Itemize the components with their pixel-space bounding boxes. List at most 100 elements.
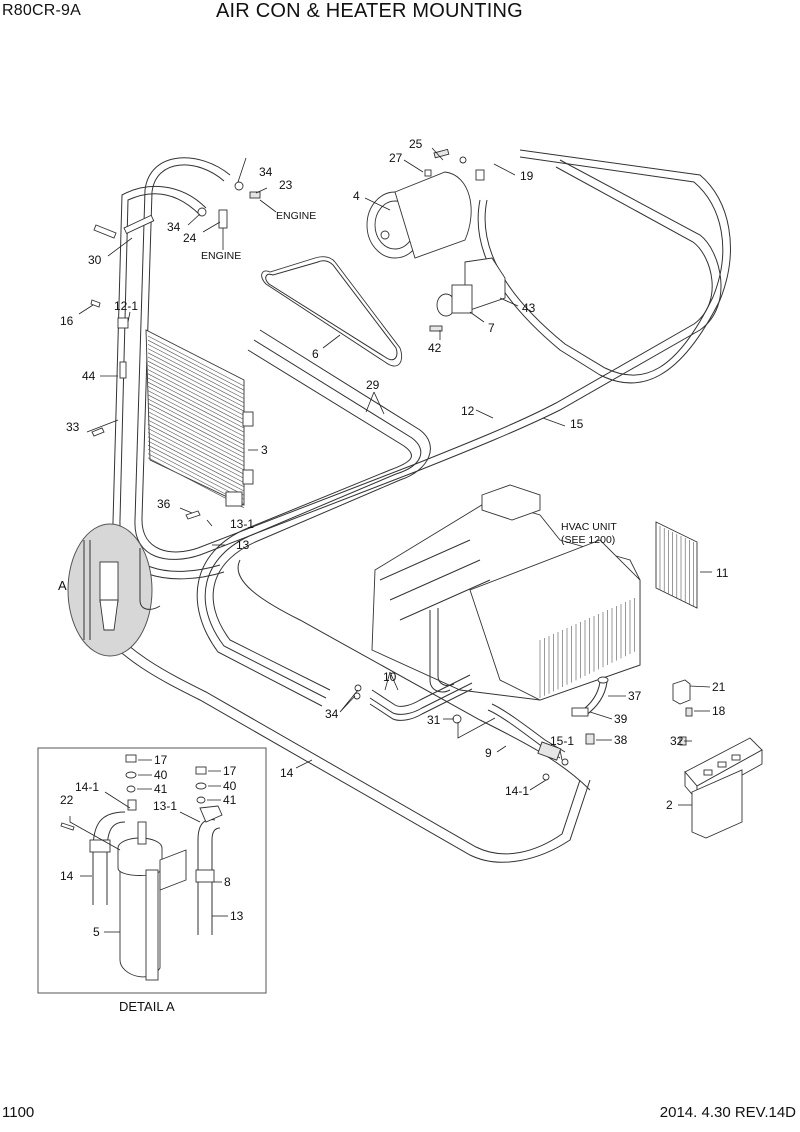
callout-10: 10 — [383, 670, 397, 684]
detail-a-panel — [37, 747, 267, 994]
callout-5: 5 — [93, 925, 100, 939]
callout-40-left: 40 — [154, 768, 168, 782]
callout-3: 3 — [261, 443, 268, 457]
condenser-fin — [147, 390, 245, 441]
callout-11: 11 — [716, 566, 729, 580]
callout-7: 7 — [488, 321, 495, 335]
callout-23: 23 — [279, 178, 293, 192]
clamp-plate-30 — [123, 214, 155, 235]
hvac-unit-note-line2: (SEE 1200) — [561, 534, 615, 546]
screw-18 — [685, 707, 693, 717]
callout-8: 8 — [224, 875, 231, 889]
callout-leaders — [69, 147, 712, 933]
condenser-fin — [147, 423, 245, 475]
condenser-fin — [147, 377, 245, 429]
callout-44: 44 — [82, 369, 96, 383]
ac-hose-loop — [89, 149, 731, 863]
condenser-fin — [147, 398, 245, 450]
condenser-fin — [147, 352, 245, 404]
callout-34-top: 34 — [259, 165, 273, 179]
condenser-fin — [147, 356, 245, 408]
condenser-fin — [147, 444, 245, 496]
detail-a-callout-bubble — [67, 523, 161, 657]
condenser-fin — [147, 411, 245, 462]
valve-24 — [218, 209, 228, 229]
condenser-fin — [147, 394, 245, 446]
callout-17-left: 17 — [154, 753, 168, 767]
condenser — [90, 299, 254, 520]
page-title: AIR CON & HEATER MOUNTING — [216, 0, 523, 22]
rubber-sleeve-44 — [119, 361, 127, 379]
condenser-fin — [147, 335, 245, 387]
cabin-filter — [655, 521, 698, 609]
compressor — [366, 148, 485, 259]
callout-39: 39 — [614, 712, 628, 726]
callout-32: 32 — [670, 734, 684, 748]
callout-41-right: 41 — [223, 793, 237, 807]
callout-17-right: 17 — [223, 764, 237, 778]
condenser-fin — [147, 402, 245, 454]
callout-25: 25 — [409, 137, 423, 151]
drive-belt — [261, 256, 403, 367]
callout-12-1: 12-1 — [114, 299, 138, 313]
callout-30: 30 — [88, 253, 102, 267]
ac-control-panel — [672, 679, 763, 839]
hvac-unit-note-line1: HVAC UNIT — [561, 521, 617, 533]
fitting-23 — [249, 191, 261, 199]
callout-15: 15 — [570, 417, 584, 431]
condenser-fin — [147, 373, 245, 425]
callout-16: 16 — [60, 314, 74, 328]
hose-clamp-34 — [234, 181, 244, 191]
idler-pulley-assembly — [429, 257, 506, 332]
callout-36: 36 — [157, 497, 171, 511]
bolt-30 — [93, 224, 117, 239]
heater-hoses — [353, 674, 473, 721]
condenser-fin — [147, 369, 245, 420]
callout-6: 6 — [312, 347, 319, 361]
condenser-fin — [147, 348, 245, 399]
callout-31: 31 — [427, 713, 441, 727]
callout-41-left: 41 — [154, 782, 168, 796]
callout-34-low: 34 — [325, 707, 339, 721]
condenser-fin — [147, 415, 245, 467]
condenser-fin — [147, 407, 245, 458]
revision-date: 2014. 4.30 REV.14D — [659, 1104, 796, 1121]
condenser-fin — [147, 381, 245, 433]
callout-18: 18 — [712, 704, 726, 718]
callout-38: 38 — [614, 733, 628, 747]
callout-14-1-detail: 14-1 — [75, 780, 99, 794]
callout-4: 4 — [353, 189, 360, 203]
callout-15-1: 15-1 — [550, 734, 574, 748]
callout-43: 43 — [522, 301, 536, 315]
condenser-fin — [147, 449, 245, 500]
hvac-fittings — [452, 676, 609, 781]
callout-labels: 25 27 4 19 34 23 ENGINE 34 24 ENGINE 30 … — [58, 137, 729, 1014]
callout-2: 2 — [666, 798, 673, 812]
condenser-fin — [147, 432, 245, 483]
callout-42: 42 — [428, 341, 442, 355]
detail-a-title: DETAIL A — [119, 999, 175, 1014]
hvac-unit — [371, 484, 641, 701]
bracket-21 — [672, 679, 691, 705]
condenser-fin — [147, 419, 245, 471]
callout-22: 22 — [60, 793, 74, 807]
condenser-fin — [147, 360, 245, 412]
callout-34-mid: 34 — [167, 220, 181, 234]
callout-9: 9 — [485, 746, 492, 760]
callout-13: 13 — [236, 538, 250, 552]
callout-14-1: 14-1 — [505, 784, 529, 798]
page-number: 1100 — [2, 1104, 35, 1121]
callout-14-detail: 14 — [60, 869, 74, 883]
model-code: R80CR-9A — [2, 2, 81, 19]
condenser-fin — [147, 428, 245, 479]
engine-note-2: ENGINE — [201, 250, 241, 262]
condenser-fin — [147, 339, 245, 391]
condenser-fin — [147, 436, 245, 488]
callout-21: 21 — [712, 680, 726, 694]
engine-note-1: ENGINE — [276, 210, 316, 222]
callout-19: 19 — [520, 169, 534, 183]
callout-14: 14 — [280, 766, 294, 780]
callout-33: 33 — [66, 420, 80, 434]
callout-13-1-detail: 13-1 — [153, 799, 177, 813]
